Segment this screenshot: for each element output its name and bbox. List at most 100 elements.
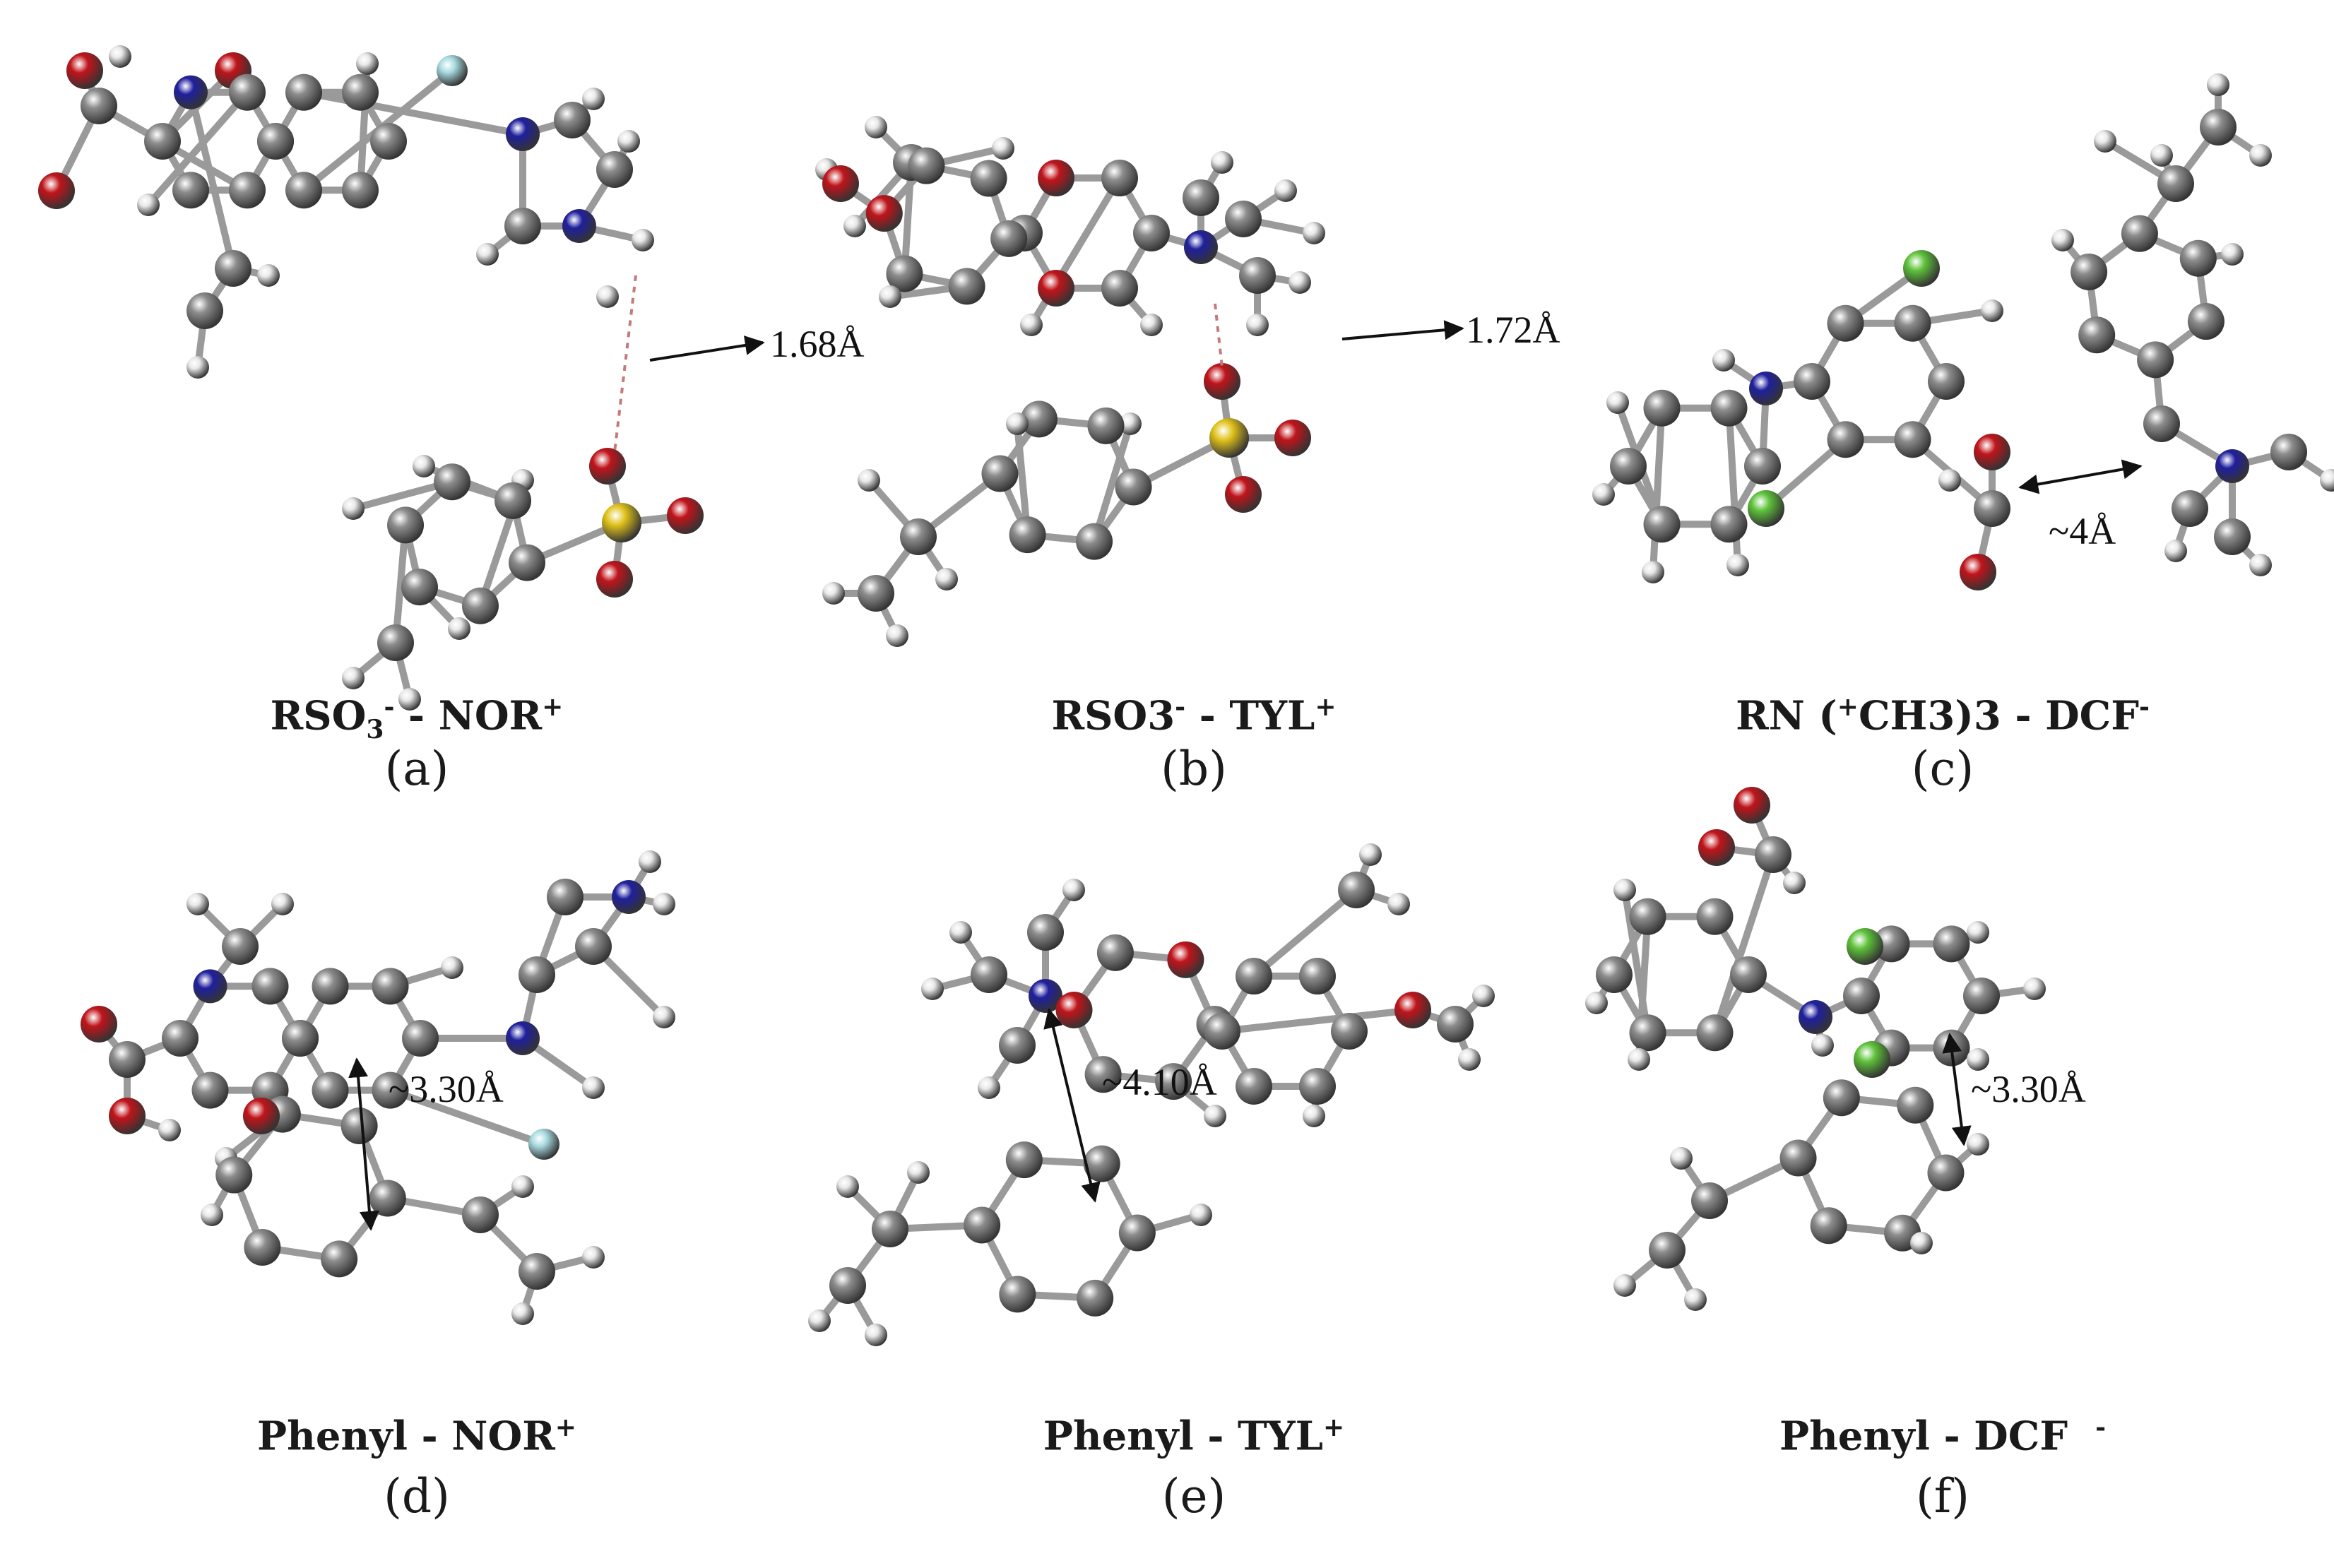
atoms	[808, 843, 1495, 1346]
carbon-atom	[285, 172, 322, 209]
hydrogen-atom	[1712, 349, 1735, 372]
carbon-atom	[229, 172, 266, 209]
carbon-atom	[2078, 316, 2116, 354]
carbon-atom	[1823, 1079, 1860, 1117]
distance-arrow	[1341, 320, 1464, 340]
hydrogen-atom	[1472, 985, 1495, 1007]
hydrogen-atom	[137, 194, 160, 216]
hydrogen-atom	[879, 285, 901, 308]
carbon-atom	[1696, 1014, 1734, 1052]
hydrogen-atom	[1303, 222, 1325, 244]
carbon-atom	[1020, 400, 1058, 438]
oxygen-atom	[1167, 941, 1204, 978]
nitrogen-atom	[506, 117, 540, 151]
panel-b: 1.72Å RSO3- - TYL+ (b)	[805, 28, 1582, 805]
hydrogen-atom	[653, 1006, 675, 1028]
hydrogen-atom	[2249, 554, 2272, 576]
oxygen-atom	[822, 165, 859, 202]
hydrogen-atom	[582, 1246, 605, 1269]
carbon-atom	[999, 1027, 1036, 1064]
molecule-f: ~3.30Å	[1585, 787, 2086, 1311]
atoms	[1585, 787, 2046, 1311]
carbon-atom	[372, 1071, 409, 1109]
carbon-atom	[1133, 215, 1170, 251]
carbon-atom	[858, 575, 894, 612]
hydrogen-atom	[2207, 73, 2229, 96]
molecule-c: ~4Å	[1592, 73, 2334, 590]
oxygen-atom	[1038, 160, 1074, 197]
oxygen-atom	[589, 448, 626, 485]
carbon-atom	[519, 1253, 555, 1290]
carbon-atom	[1225, 201, 1262, 237]
hydrogen-atom	[186, 356, 209, 379]
carbon-atom	[1629, 898, 1666, 935]
nitrogen-atom	[1749, 372, 1783, 405]
hydrogen-atom	[1246, 314, 1269, 336]
carbon-atom	[1005, 1141, 1043, 1179]
nitrogen-atom	[562, 209, 596, 243]
hydrogen-atom	[865, 116, 887, 138]
carbon-atom	[948, 268, 985, 305]
carbon-atom	[1710, 389, 1748, 427]
oxygen-atom	[38, 172, 75, 209]
carbon-atom	[1779, 1139, 1817, 1177]
carbon-atom	[1101, 160, 1138, 197]
carbon-atom	[1744, 448, 1781, 485]
hydrogen-atom	[476, 243, 499, 266]
hydrogen-atom	[1670, 1147, 1693, 1170]
hydrogen-atom	[935, 568, 958, 590]
carbon-atom	[369, 1180, 406, 1217]
hydrogen-atom	[2164, 540, 2187, 562]
nitrogen-atom	[506, 1021, 540, 1055]
hydrogen-atom	[1726, 554, 1749, 576]
carbon-atom	[342, 73, 379, 111]
panel-e: ~4.10Å Phenyl - TYL+ (e)	[805, 791, 1582, 1568]
carbon-atom	[1239, 257, 1276, 294]
carbon-atom	[908, 147, 945, 184]
hydrogen-atom	[1684, 1288, 1707, 1311]
bond	[1219, 1006, 1416, 1035]
hydrogen-atom	[1642, 561, 1664, 583]
hydrogen-atom	[1938, 469, 1961, 492]
oxygen-atom	[667, 497, 704, 534]
nitrogen-atom	[2215, 449, 2249, 483]
hydrogen-atom	[1967, 1048, 1989, 1071]
carbon-atom	[1299, 1067, 1336, 1105]
oxygen-atom	[1698, 829, 1735, 866]
carbon-atom	[1755, 836, 1791, 873]
carbon-atom	[370, 123, 407, 160]
distance-arrow	[2018, 459, 2143, 494]
carbon-atom	[285, 73, 322, 111]
carbon-atom	[222, 928, 259, 965]
carbon-atom	[596, 151, 633, 188]
hydrogen-atom	[1211, 151, 1233, 174]
hydrogen-atom	[1204, 1105, 1226, 1127]
carbon-atom	[1897, 1086, 1934, 1124]
hydrogen-atom	[617, 130, 640, 153]
hydrogen-atom	[582, 88, 605, 110]
panel-c: ~4Å RN (+CH3)3 - DCF- (c)	[1554, 28, 2334, 805]
carbon-atom	[2200, 109, 2237, 145]
hydrogen-atom	[186, 893, 209, 915]
oxygen-atom	[1274, 420, 1311, 456]
carbon-atom	[1827, 421, 1864, 458]
hydrogen-atom	[1289, 271, 1311, 294]
chlorine-atom	[1854, 1041, 1890, 1078]
carbon-atom	[186, 292, 223, 329]
carbon-atom	[402, 1020, 439, 1057]
carbon-atom	[1894, 304, 1931, 342]
distance-label-a: 1.68Å	[770, 323, 865, 365]
hydrogen-atom	[822, 582, 845, 605]
bond	[1250, 886, 1360, 980]
hydrogen-atom	[2249, 144, 2272, 167]
nitrogen-atom	[174, 75, 208, 109]
carbon-atom	[282, 1020, 319, 1057]
hydrogen-atom	[1981, 299, 2003, 322]
carbon-atom	[547, 879, 584, 915]
carbon-atom	[340, 1107, 378, 1145]
hydrogen-atom	[1458, 1048, 1481, 1071]
hydrogen-atom	[921, 978, 944, 1000]
carbon-atom	[1299, 958, 1336, 995]
hydrogen-atom	[511, 1175, 534, 1198]
